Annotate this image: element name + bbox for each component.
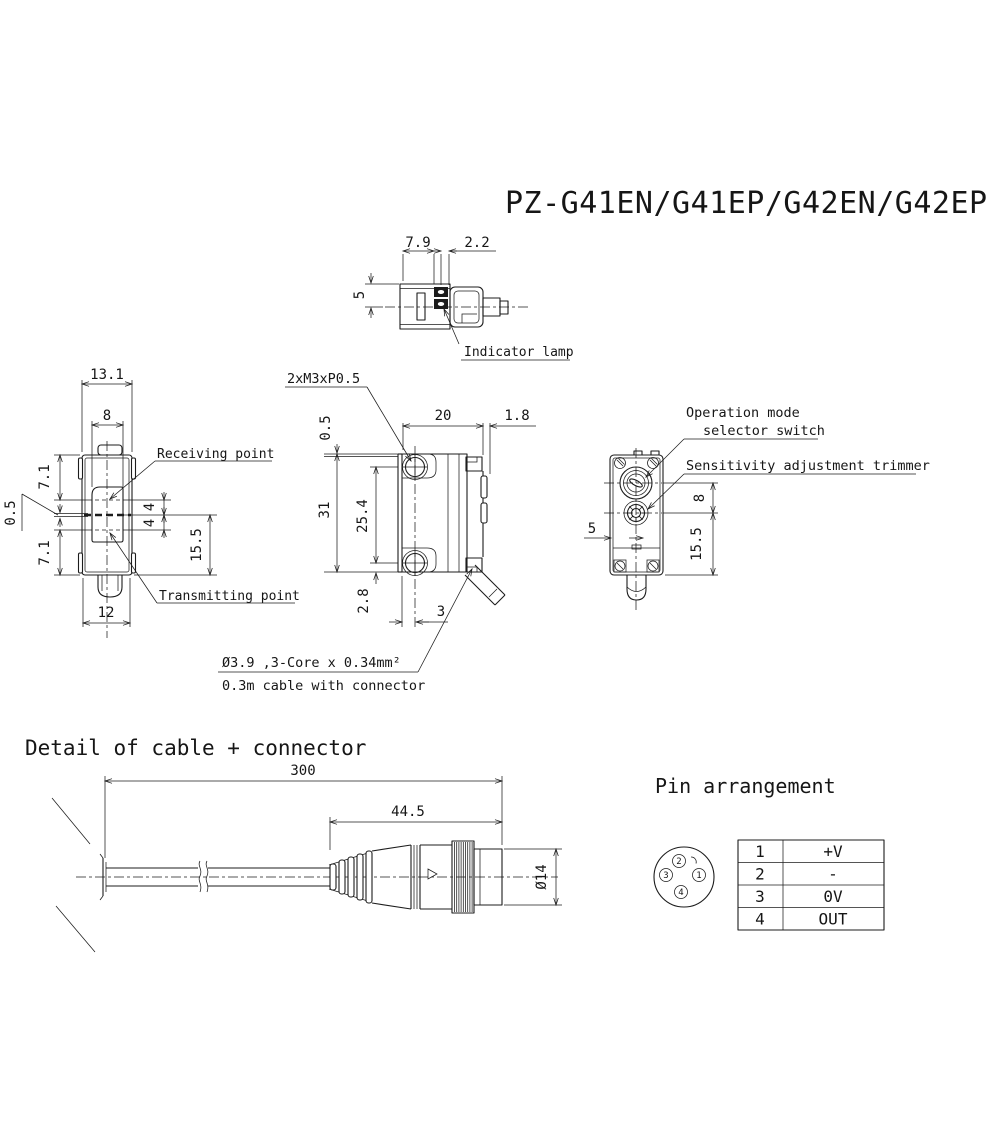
screw-spec-label: 2xM3xP0.5 (287, 371, 360, 387)
rear-view: Operation mode selector switch Sensitivi… (584, 405, 930, 612)
rear-dim-5: 5 (588, 521, 596, 537)
front-dim-4-top: 4 (142, 503, 158, 511)
side-view-cable (464, 564, 506, 606)
pin-table-row1-pin: 1 (755, 842, 765, 861)
pin-table-row2-signal: - (828, 865, 838, 884)
front-view-top-boss (97, 444, 123, 456)
side-dim-20: 20 (435, 408, 452, 424)
pin-arrangement: Pin arrangement 2 1 3 4 1 +V 2 - 3 0V 4 (653, 774, 885, 931)
front-dim-13-1: 13.1 (90, 367, 124, 383)
pin-table-row3-pin: 3 (755, 887, 765, 906)
cable-note-leader (417, 568, 473, 673)
page-title: PZ-G41EN/G41EP/G42EN/G42EP (505, 186, 988, 221)
operation-mode-label-line1: Operation mode (686, 405, 800, 421)
top-view-connector-tip (499, 300, 509, 315)
corner-screws (613, 457, 660, 573)
transmitting-point-label: Transmitting point (159, 589, 300, 604)
cable-detail-heading: Detail of cable + connector (25, 736, 366, 760)
orientation-marker (427, 868, 438, 880)
front-dim-15-5: 15.5 (189, 528, 205, 562)
front-dim-0-5: 0.5 (3, 500, 19, 525)
sensitivity-trimmer-label: Sensitivity adjustment trimmer (686, 458, 930, 474)
pin-table-row1-signal: +V (823, 842, 843, 861)
cable-line (99, 853, 330, 901)
cable-note-line1: Ø3.9 ,3-Core x 0.34mm² (222, 655, 401, 671)
top-dim-2-2: 2.2 (464, 235, 489, 251)
front-dim-8: 8 (103, 408, 111, 424)
side-dim-2-8: 2.8 (356, 588, 372, 613)
rear-dim-8: 8 (692, 494, 708, 502)
indicator-lamp-leader (443, 308, 460, 345)
rear-view-body (609, 454, 664, 576)
front-dim-7-1-top: 7.1 (37, 464, 53, 489)
connector-end (473, 848, 503, 906)
side-view-lamp-bump-1 (480, 475, 488, 499)
cable-note-line2: 0.3m cable with connector (222, 678, 425, 694)
top-view-lens-slot (416, 292, 426, 321)
pin-table-row4-pin: 4 (755, 910, 765, 929)
cable-dim-dia: Ø14 (534, 864, 550, 889)
side-view-lamp-bump-2 (480, 502, 488, 524)
side-dim-31: 31 (317, 502, 333, 519)
connector-face-pins: 2 1 3 4 (659, 854, 706, 899)
face-pin-right: 1 (696, 871, 701, 881)
pin-table-row2-pin: 2 (755, 865, 765, 884)
rear-dim-15-5: 15.5 (689, 527, 705, 561)
front-dim-12: 12 (98, 605, 115, 621)
side-view-body (401, 453, 468, 573)
break-mark-upper (51, 797, 91, 845)
operation-mode-leader (645, 438, 685, 478)
face-pin-bottom: 4 (678, 888, 683, 898)
side-dim-3: 3 (437, 604, 445, 620)
connector (328, 840, 503, 914)
screw-spec-leader (366, 386, 412, 462)
top-dim-5: 5 (352, 291, 368, 299)
cable-dim-44-5: 44.5 (391, 804, 425, 820)
keyway-notch (690, 856, 697, 864)
side-view-top-tab (465, 456, 483, 472)
cable-dim-300: 300 (290, 763, 315, 779)
connector-face (653, 846, 715, 908)
face-pin-left: 3 (663, 871, 668, 881)
front-view-bottom-stub (97, 575, 123, 598)
front-view: 13.1 8 7.1 7.1 0.5 4 4 15.5 (3, 367, 300, 638)
break-mark-lower (55, 905, 96, 953)
pin-table-row4-signal: OUT (819, 910, 848, 929)
pin-arrangement-heading: Pin arrangement (655, 774, 836, 798)
pin-table: 1 +V 2 - 3 0V 4 OUT (737, 839, 885, 931)
receiving-point-label: Receiving point (157, 447, 274, 462)
side-dim-1-8: 1.8 (504, 408, 529, 424)
side-dim-0-5: 0.5 (318, 415, 334, 440)
receiving-point-leader (109, 460, 156, 500)
side-view: 2xM3xP0.5 0.5 31 25.4 2.8 20 1.8 3 Ø3.9 … (218, 371, 536, 694)
cable-detail: Detail of cable + connector 300 44.5 (25, 736, 562, 953)
front-dim-4-bottom: 4 (142, 519, 158, 527)
side-view-bottom-tab (465, 557, 483, 573)
face-pin-top: 2 (676, 857, 681, 867)
side-dim-25-4: 25.4 (355, 499, 371, 533)
indicator-lamp-label: Indicator lamp (464, 345, 574, 360)
operation-mode-label-line2: selector switch (703, 423, 825, 439)
sensitivity-trimmer-leader (647, 473, 685, 510)
top-view: 7.9 2.2 5 Indicator lamp (352, 235, 574, 361)
pin-table-row3-signal: 0V (823, 887, 843, 906)
transmitting-point-leader (109, 532, 158, 604)
top-dim-7-9: 7.9 (405, 235, 430, 251)
rear-view-bottom-stub (626, 575, 647, 601)
front-dim-7-1-bottom: 7.1 (37, 540, 53, 565)
